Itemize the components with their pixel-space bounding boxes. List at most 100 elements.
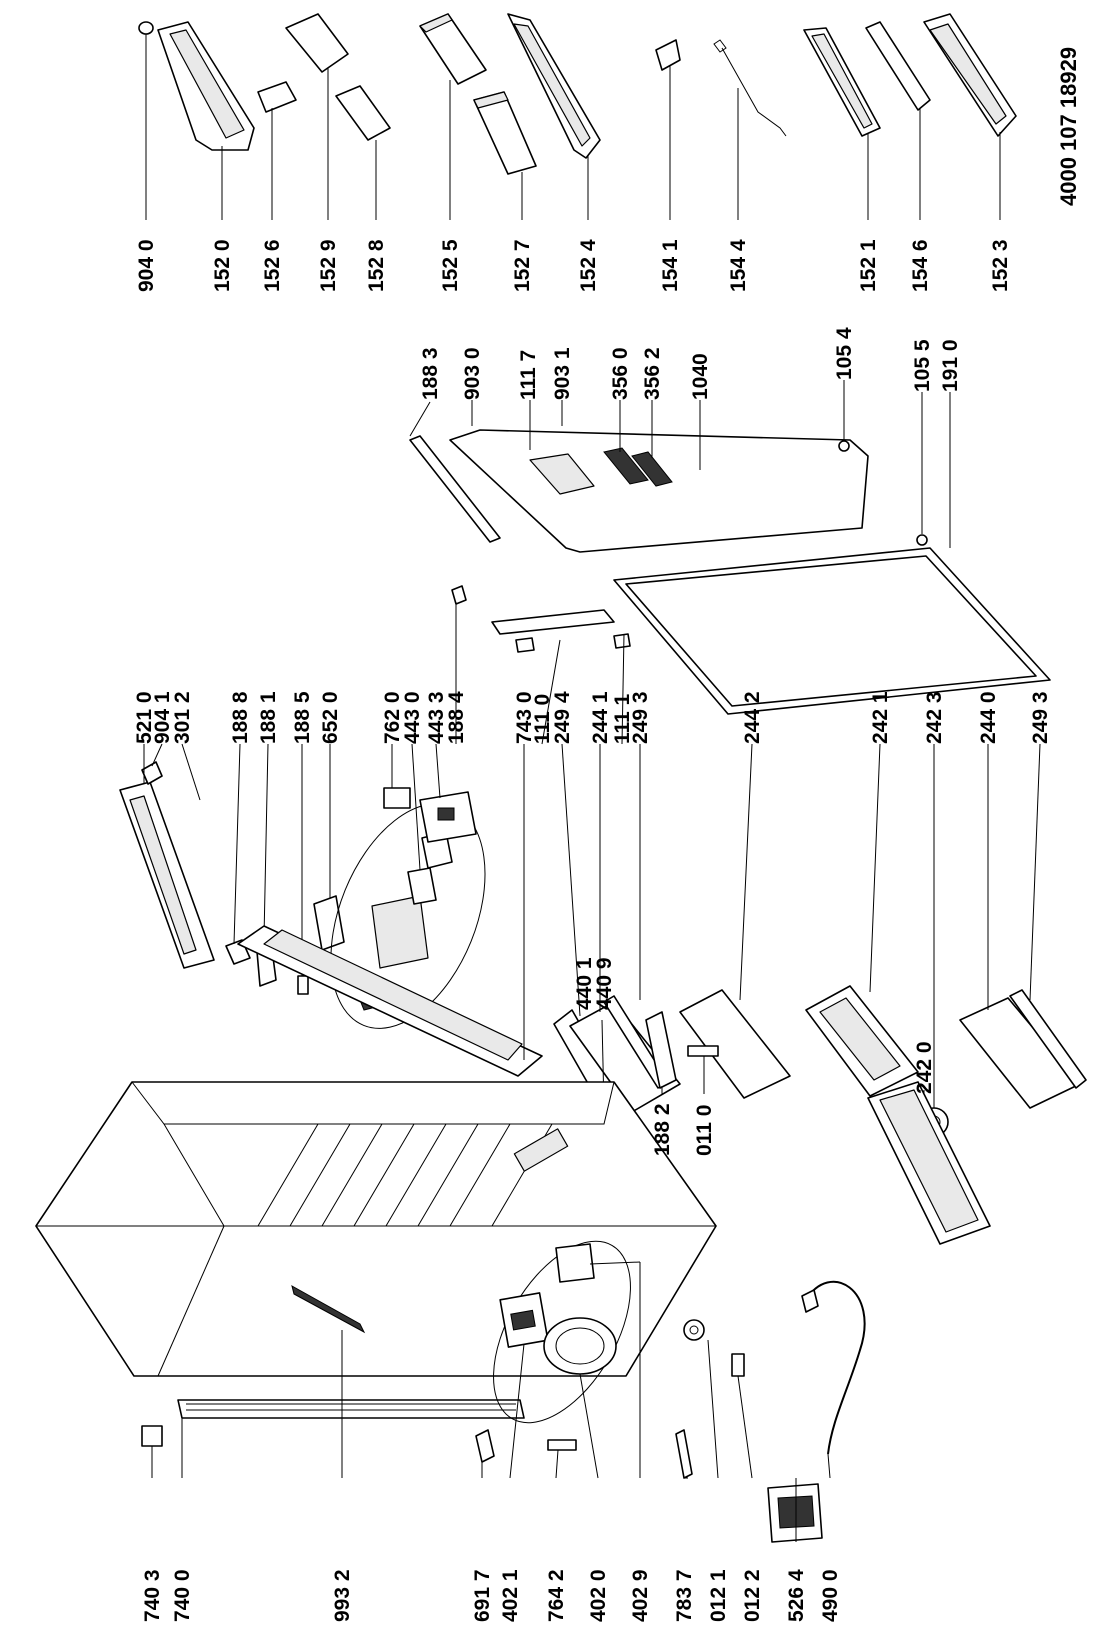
label-402-9: 402 9 [629,1569,652,1622]
part-154-6-rail [865,21,931,111]
label-154-4: 154 4 [727,239,750,292]
label-440-9: 440 9 [593,957,616,1010]
part-154-4-wire-rod [713,39,787,137]
label-993-2: 993 2 [331,1569,354,1622]
label-105-4: 105 4 [833,327,856,380]
label-743-0: 743 0 [513,691,536,744]
leader-lines-door [409,380,951,548]
part-105-5-screw [916,534,928,546]
part-152-9-egg-tray [285,13,349,73]
label-1040: 1040 [689,353,712,400]
label-191-0: 191 0 [939,339,962,392]
label-764-2: 764 2 [545,1569,568,1622]
label-740-3: 740 3 [141,1569,164,1622]
label-440-1: 440 1 [573,957,596,1010]
label-152-7: 152 7 [511,239,534,292]
part-402-9-box [555,1243,595,1283]
part-152-3-door-bin [923,13,1017,137]
label-521-0: 521 0 [133,691,156,744]
label-152-3: 152 3 [989,239,1012,292]
label-356-2: 356 2 [641,347,664,400]
label-154-1: 154 1 [659,239,682,292]
label-402-0: 402 0 [587,1569,610,1622]
part-443-3-fan-cover [419,791,477,843]
label-242-3: 242 3 [923,691,946,744]
label-188-1: 188 1 [257,691,280,744]
part-740-3-plug [141,1425,163,1447]
leader-lines-bottom [151,1056,925,1542]
part-652-0-switch [313,895,345,951]
part-012-1-grommet [683,1319,705,1341]
label-012-1: 012 1 [707,1569,730,1622]
part-012-2-sleeve [731,1353,745,1377]
part-743-0-liner-rail [237,925,543,1077]
label-783-7: 783 7 [673,1569,696,1622]
label-356-0: 356 0 [609,347,632,400]
label-188-2: 188 2 [651,1103,674,1156]
label-904-1: 904 1 [151,691,174,744]
part-152-1-door-shelf [803,27,881,137]
label-903-1: 903 1 [551,347,574,400]
document-number: 4000 107 18929 [1056,47,1081,206]
label-443-3: 443 3 [425,691,448,744]
label-188-4: 188 4 [445,691,468,744]
label-152-6: 152 6 [261,239,284,292]
part-242-0-bin [867,1081,991,1245]
part-762-0-block [383,787,411,809]
part-188-4-clip [451,585,467,605]
leader-lines-top [145,34,1001,220]
label-152-1: 152 1 [857,239,880,292]
part-904-1-knob [141,761,163,785]
label-105-5: 105 5 [911,339,934,392]
label-152-5: 152 5 [439,239,462,292]
part-152-5-bin [419,13,487,85]
part-242-1-crisper [805,985,919,1097]
part-244-2-glass-shelf [679,989,791,1099]
part-993-2-probe [291,1284,366,1334]
leader-lines-shelves [523,633,1041,1109]
part-152-7-bin [473,91,537,175]
label-762-0: 762 0 [381,691,404,744]
part-cabinet-body [35,1081,717,1377]
label-152-8: 152 8 [365,239,388,292]
part-249-3-shelf-trim-b [1009,989,1087,1089]
label-111-0: 111 0 [531,694,554,744]
label-904-0: 904 0 [135,239,158,292]
label-301-2: 301 2 [171,691,194,744]
label-249-3-a: 249 3 [629,691,652,744]
part-188-3-strip [409,435,501,543]
label-152-0: 152 0 [211,239,234,292]
label-244-0: 244 0 [977,691,1000,744]
part-105-4-screw [838,440,850,452]
part-402-0-compressor [543,1317,617,1375]
label-188-5: 188 5 [291,691,314,744]
part-191-0-door-gasket [613,547,1051,715]
leader-lines-controls [143,602,457,976]
label-402-1: 402 1 [499,1569,522,1622]
label-740-0: 740 0 [171,1569,194,1622]
part-188-5-pin [297,975,309,995]
label-152-9: 152 9 [317,239,340,292]
part-526-4-control-module [767,1483,823,1543]
part-691-7-clip [475,1429,495,1463]
label-244-2: 244 2 [741,691,764,744]
label-526-4: 526 4 [785,1569,808,1622]
label-443-0: 443 0 [401,691,424,744]
part-188-2-hinge [645,1011,677,1089]
label-011-0: 011 0 [693,1105,716,1156]
label-490-0: 490 0 [819,1569,842,1622]
label-242-0: 242 0 [913,1041,936,1094]
part-154-1-clip [655,39,681,71]
label-244-1: 244 1 [589,691,612,744]
label-249-3-b: 249 3 [1029,691,1052,744]
part-011-0-screw [687,1045,719,1057]
label-691-7: 691 7 [471,1569,494,1622]
label-188-8: 188 8 [229,691,252,744]
part-904-0-cap [138,21,154,35]
label-152-4: 152 4 [577,239,600,292]
part-152-8-egg-tray [335,85,391,141]
part-152-0-door-bin [157,21,255,151]
label-111-1: 111 1 [611,693,634,744]
part-783-7-sensor [675,1429,693,1479]
